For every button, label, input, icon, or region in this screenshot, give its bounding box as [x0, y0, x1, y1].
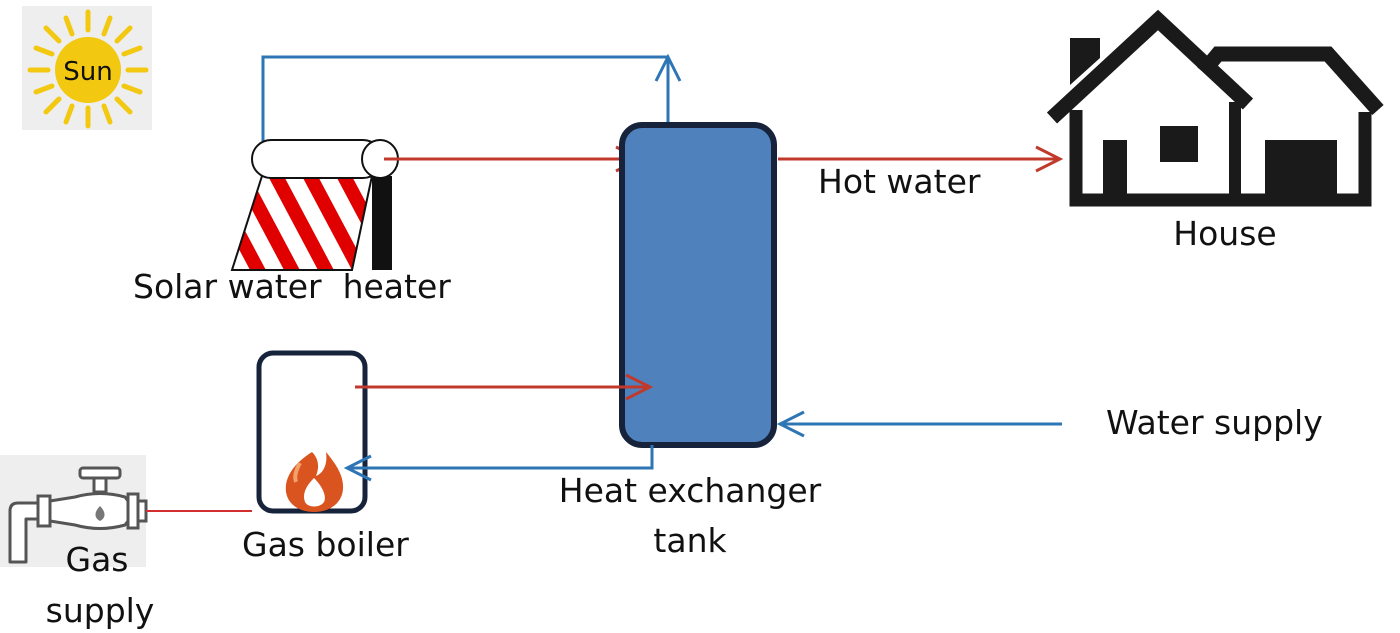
- sun-icon: Sun: [22, 6, 152, 130]
- solar-return-pipe: [261, 55, 668, 152]
- house-label: House: [1173, 214, 1276, 253]
- heat-exchanger-label-line2: tank: [653, 521, 727, 560]
- tap-icon: [0, 455, 148, 567]
- water-supply-label: Water supply: [1106, 403, 1323, 442]
- sun-label: Sun: [63, 57, 112, 87]
- heat-exchanger-tank: [619, 122, 777, 448]
- hot-water-label: Hot water: [818, 162, 981, 201]
- heat-exchanger-label-line1: Heat exchanger: [559, 471, 822, 510]
- house-icon: [1046, 9, 1384, 207]
- gas-boiler-label: Gas boiler: [242, 525, 409, 564]
- gas-supply-label-line2: supply: [46, 591, 155, 630]
- gas-supply-label-line1: Gas: [66, 540, 129, 579]
- solar-heater-label: Solar water heater: [133, 267, 451, 306]
- flame-icon: [285, 452, 344, 512]
- solar-panel-icon: [230, 139, 399, 271]
- tank-to-boiler-arrow: [347, 445, 654, 468]
